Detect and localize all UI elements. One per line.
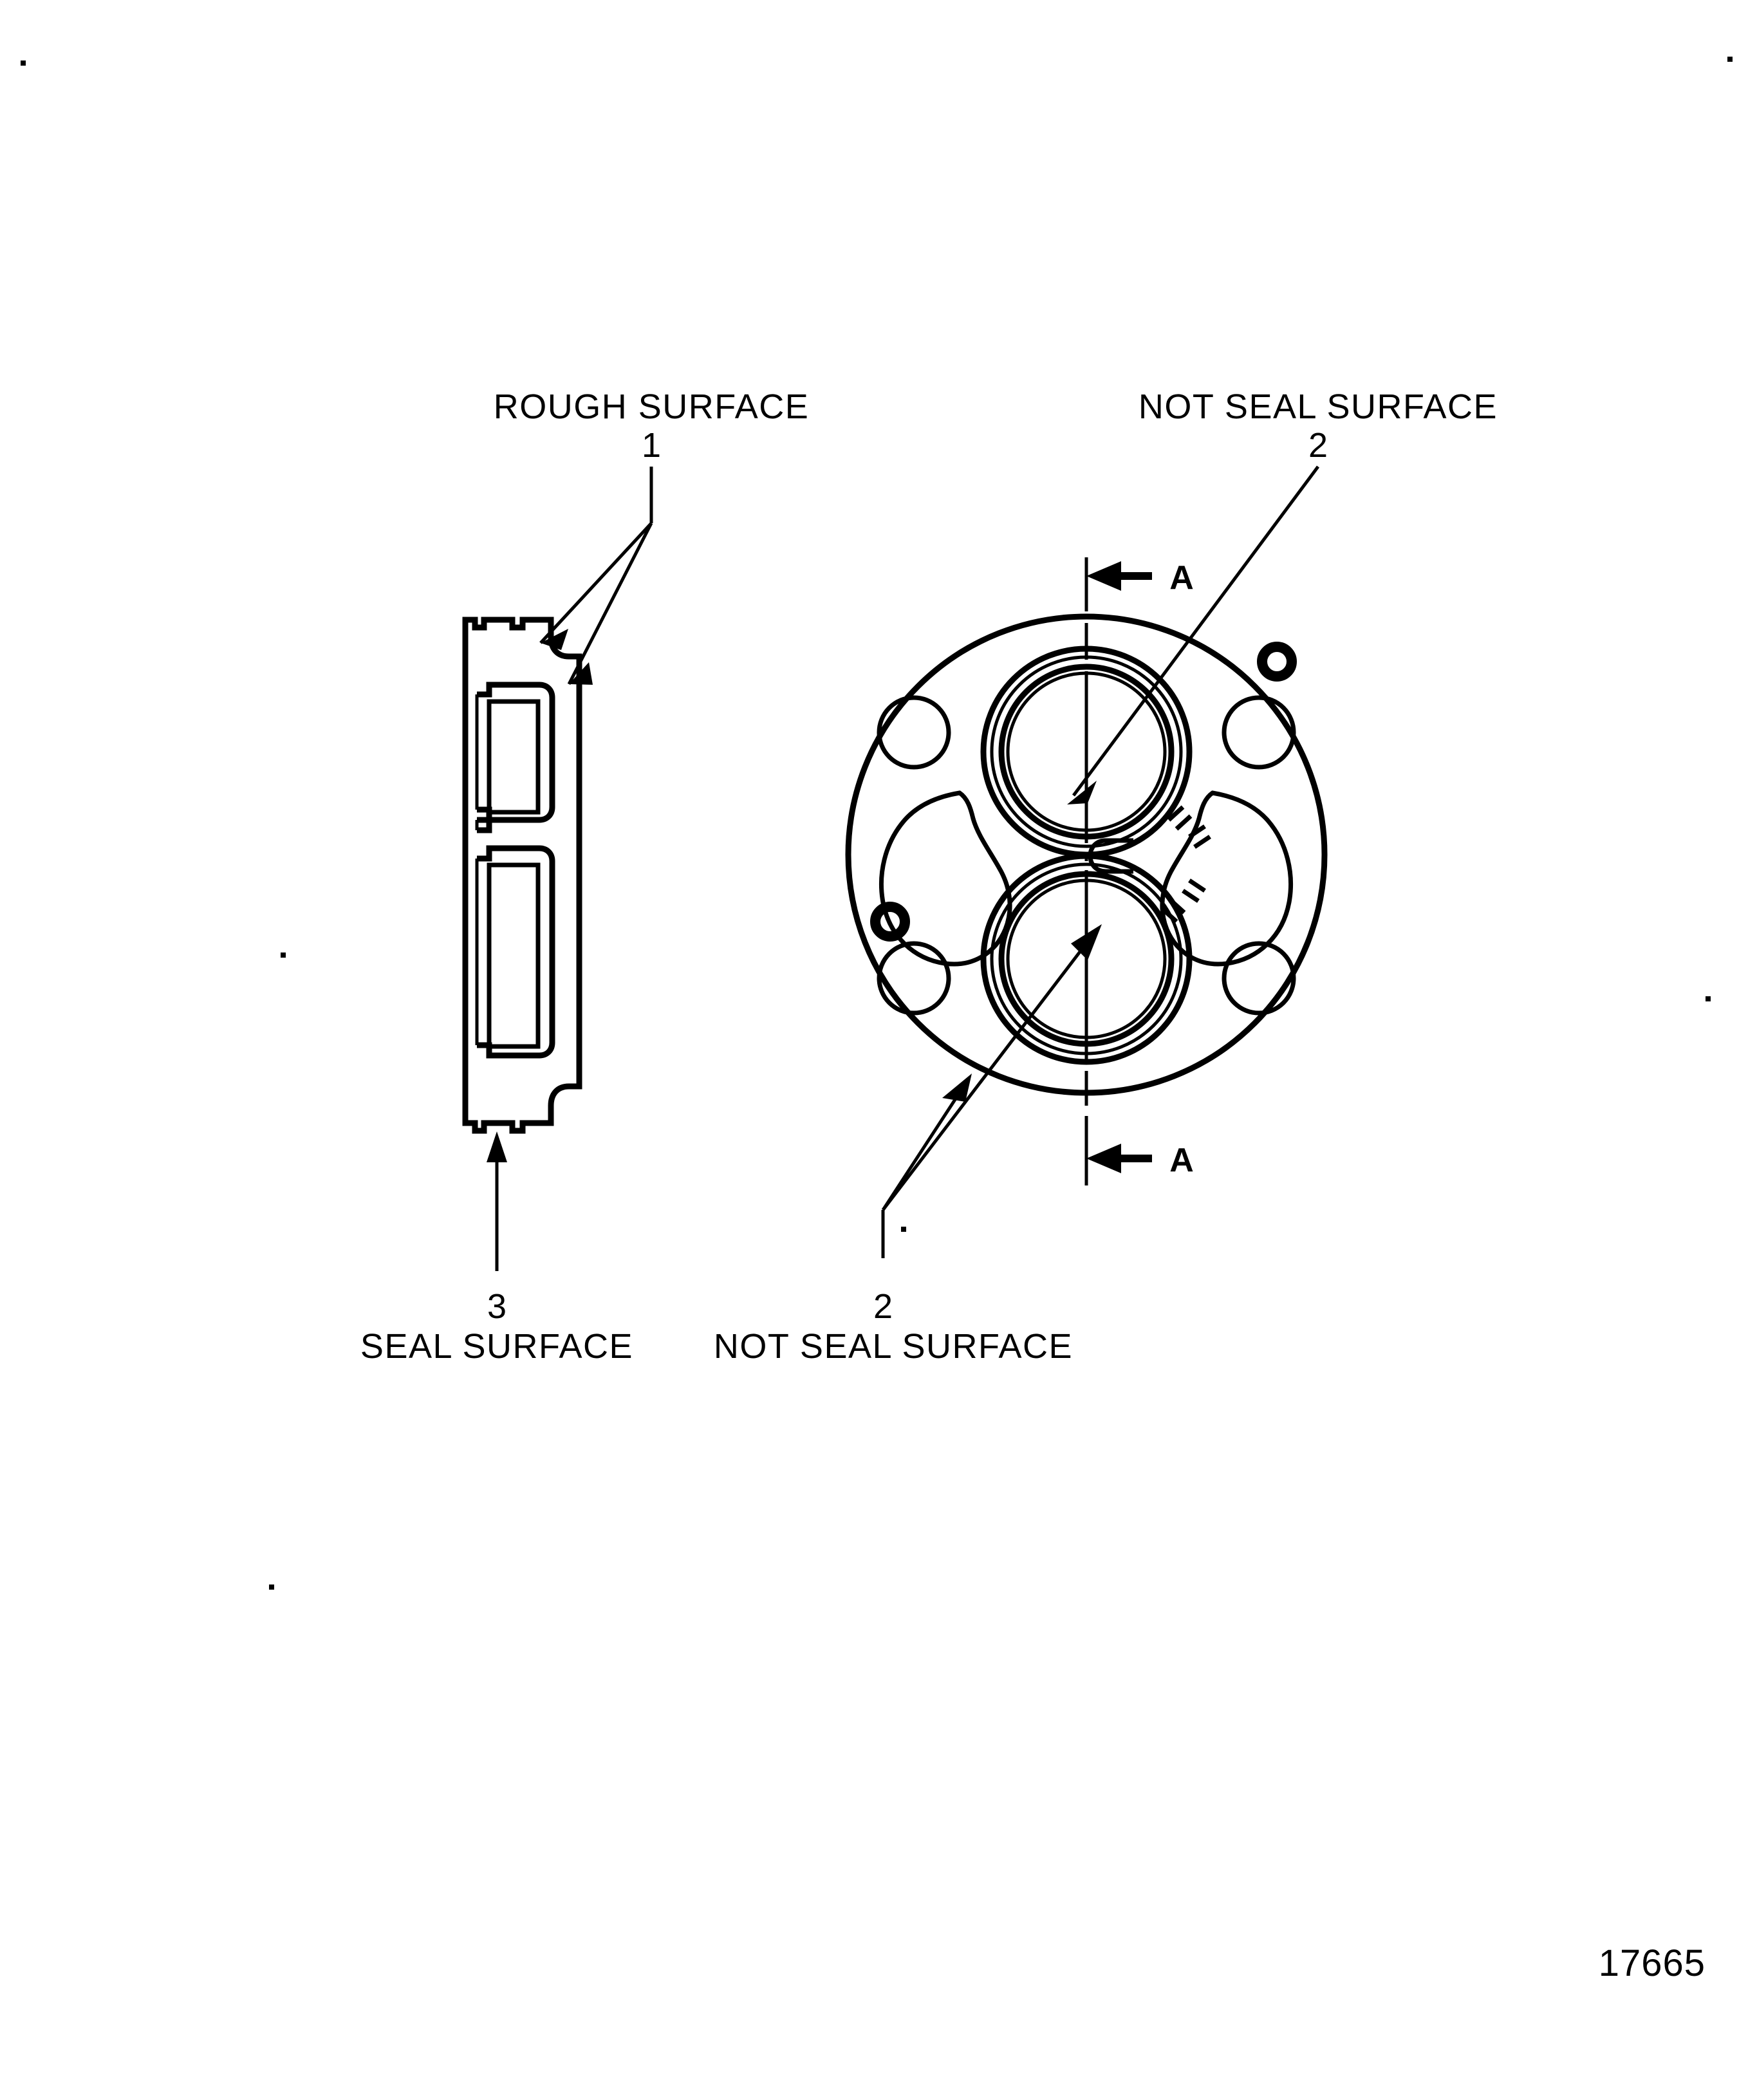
lower-hash-marks xyxy=(1160,878,1206,924)
callout-2-top-leader xyxy=(1067,465,1320,804)
label-number-2-top: 2 xyxy=(1308,426,1328,465)
cross-section-view xyxy=(462,617,582,1134)
scan-artifacts xyxy=(21,57,1733,1590)
bolt-hole-upper-right xyxy=(1222,695,1296,770)
label-number-2-bottom: 2 xyxy=(873,1287,893,1326)
bolt-holes xyxy=(877,695,1296,1016)
bolt-hole-upper-left xyxy=(877,695,951,770)
callout-2-bottom-leader xyxy=(881,924,1102,1258)
label-seal-surface: SEAL SURFACE xyxy=(360,1327,633,1366)
upper-hash-marks xyxy=(1167,805,1211,849)
dowel-pin-holes xyxy=(870,642,1297,942)
figure-reference-number: 17665 xyxy=(1599,1942,1706,1984)
section-label-a-top: A xyxy=(1169,559,1194,597)
section-label-a-bottom: A xyxy=(1169,1142,1194,1179)
section-arrow-top xyxy=(1086,561,1152,591)
bolt-hole-lower-left xyxy=(877,941,951,1016)
label-number-3: 3 xyxy=(487,1287,507,1326)
section-arrow-bottom xyxy=(1086,1144,1152,1173)
bolt-hole-lower-right xyxy=(1222,941,1296,1016)
dowel-hole-upper-right xyxy=(1257,642,1297,682)
label-not-seal-surface-top: NOT SEAL SURFACE xyxy=(1139,387,1498,426)
plan-view xyxy=(845,557,1328,1185)
label-not-seal-surface-bottom: NOT SEAL SURFACE xyxy=(714,1327,1073,1366)
callout-1-leader xyxy=(539,467,653,685)
callout-3-leader xyxy=(487,1131,507,1271)
dowel-hole-lower-left xyxy=(870,902,910,942)
label-rough-surface: ROUGH SURFACE xyxy=(494,387,810,426)
label-number-1: 1 xyxy=(642,426,661,465)
